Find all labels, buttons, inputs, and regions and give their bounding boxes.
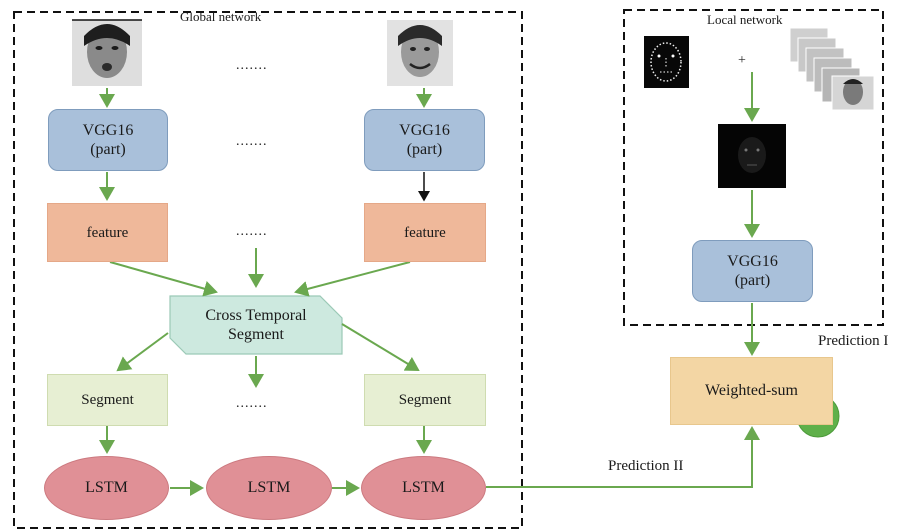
- vgg16-right: VGG16 (part): [364, 109, 485, 171]
- arrow-feature-right-to-cts: [294, 261, 411, 297]
- frame-stack-image: [789, 27, 875, 111]
- face-image-left: [72, 19, 142, 86]
- lstm-2: LSTM: [206, 456, 332, 520]
- lstm-1: LSTM: [44, 456, 169, 520]
- ellipsis-feature: .......: [236, 224, 268, 239]
- local-feature-image: [718, 124, 786, 188]
- cross-temporal-segment: Cross Temporal Segment: [205, 306, 307, 343]
- weighted-sum: Weighted-sum: [670, 357, 833, 425]
- lstm-3: LSTM: [361, 456, 486, 520]
- global-network-border: [13, 11, 523, 529]
- arrow-lstm3-to-weighted-sum: [486, 426, 760, 488]
- plus-sign: +: [738, 53, 746, 68]
- segment-right: Segment: [364, 374, 486, 426]
- arrow-cts-to-segment-left: [116, 332, 169, 372]
- prediction-1-label: Prediction I: [818, 333, 889, 349]
- vgg16-left: VGG16 (part): [48, 109, 168, 171]
- segment-left: Segment: [47, 374, 168, 426]
- global-network-title: Global network: [180, 9, 262, 24]
- local-network-title: Local network: [707, 12, 783, 27]
- feature-right: feature: [364, 203, 486, 262]
- vgg16-local: VGG16 (part): [692, 240, 813, 302]
- arrow-cts-to-segment-right: [341, 323, 420, 372]
- prediction-2-label: Prediction II: [608, 458, 684, 474]
- ellipsis-segment: .......: [236, 396, 268, 411]
- feature-left: feature: [47, 203, 168, 262]
- arrow-feature-left-to-cts: [109, 261, 218, 297]
- cross-temporal-shape: [169, 295, 343, 355]
- landmark-image: [644, 36, 689, 88]
- ellipsis-vgg: .......: [236, 134, 268, 149]
- local-network-border: [623, 9, 884, 326]
- ellipsis-top: .......: [236, 58, 268, 73]
- face-image-right: [387, 20, 453, 86]
